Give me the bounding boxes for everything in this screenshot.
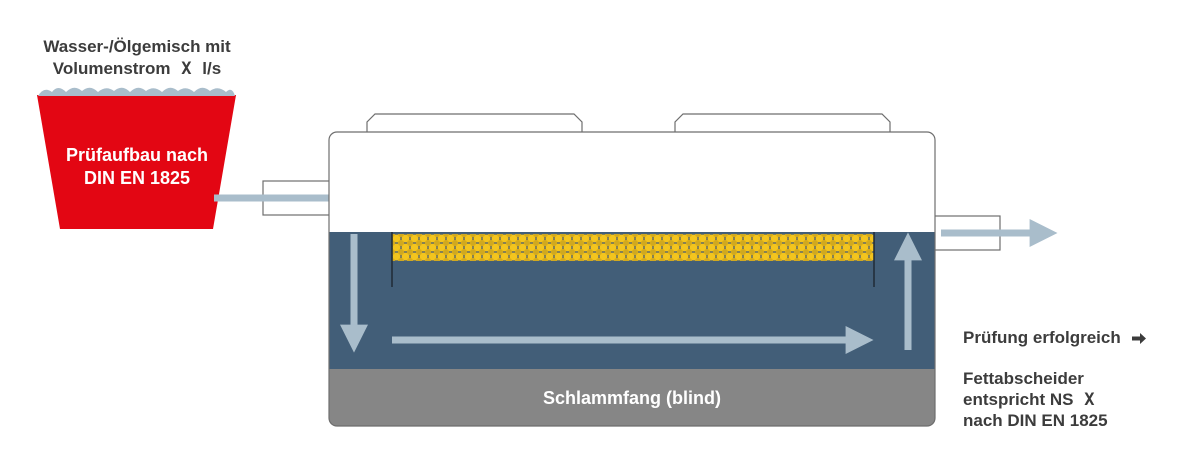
- source-label-line1: Wasser-/Ölgemisch mit: [43, 37, 231, 56]
- result-line1: Fettabscheider: [963, 369, 1084, 388]
- nominal-size-variable: X: [1084, 390, 1095, 410]
- result-line2: entspricht NS X: [963, 390, 1095, 410]
- manhole-cover-right: [674, 113, 891, 132]
- sludge-trap-label: Schlammfang (blind): [543, 388, 721, 408]
- water-surface: [38, 87, 235, 96]
- flow-rate-variable: X: [181, 59, 192, 79]
- separator-tank: Schlammfang (blind): [328, 131, 936, 427]
- test-rig-label-line2: DIN EN 1825: [84, 168, 190, 188]
- manhole-cover-left: [366, 113, 583, 132]
- sludge-trap: [329, 369, 935, 426]
- test-rig-label-line1: Prüfaufbau nach: [66, 145, 208, 165]
- result-line3: nach DIN EN 1825: [963, 411, 1108, 430]
- result-success-label: Prüfung erfolgreich: [963, 328, 1121, 347]
- arrow-right-icon: [1132, 333, 1146, 344]
- source-label-prefix: Volumenstrom: [53, 59, 171, 78]
- coalescence-filter: [391, 232, 875, 287]
- source-label-unit: l/s: [202, 59, 221, 78]
- result-success-text: Prüfung erfolgreich: [963, 328, 1121, 347]
- test-rig-bucket: Prüfaufbau nach DIN EN 1825: [37, 87, 236, 229]
- source-label-line2: Volumenstrom X l/s: [53, 59, 221, 79]
- result-line2-prefix: entspricht NS: [963, 390, 1074, 409]
